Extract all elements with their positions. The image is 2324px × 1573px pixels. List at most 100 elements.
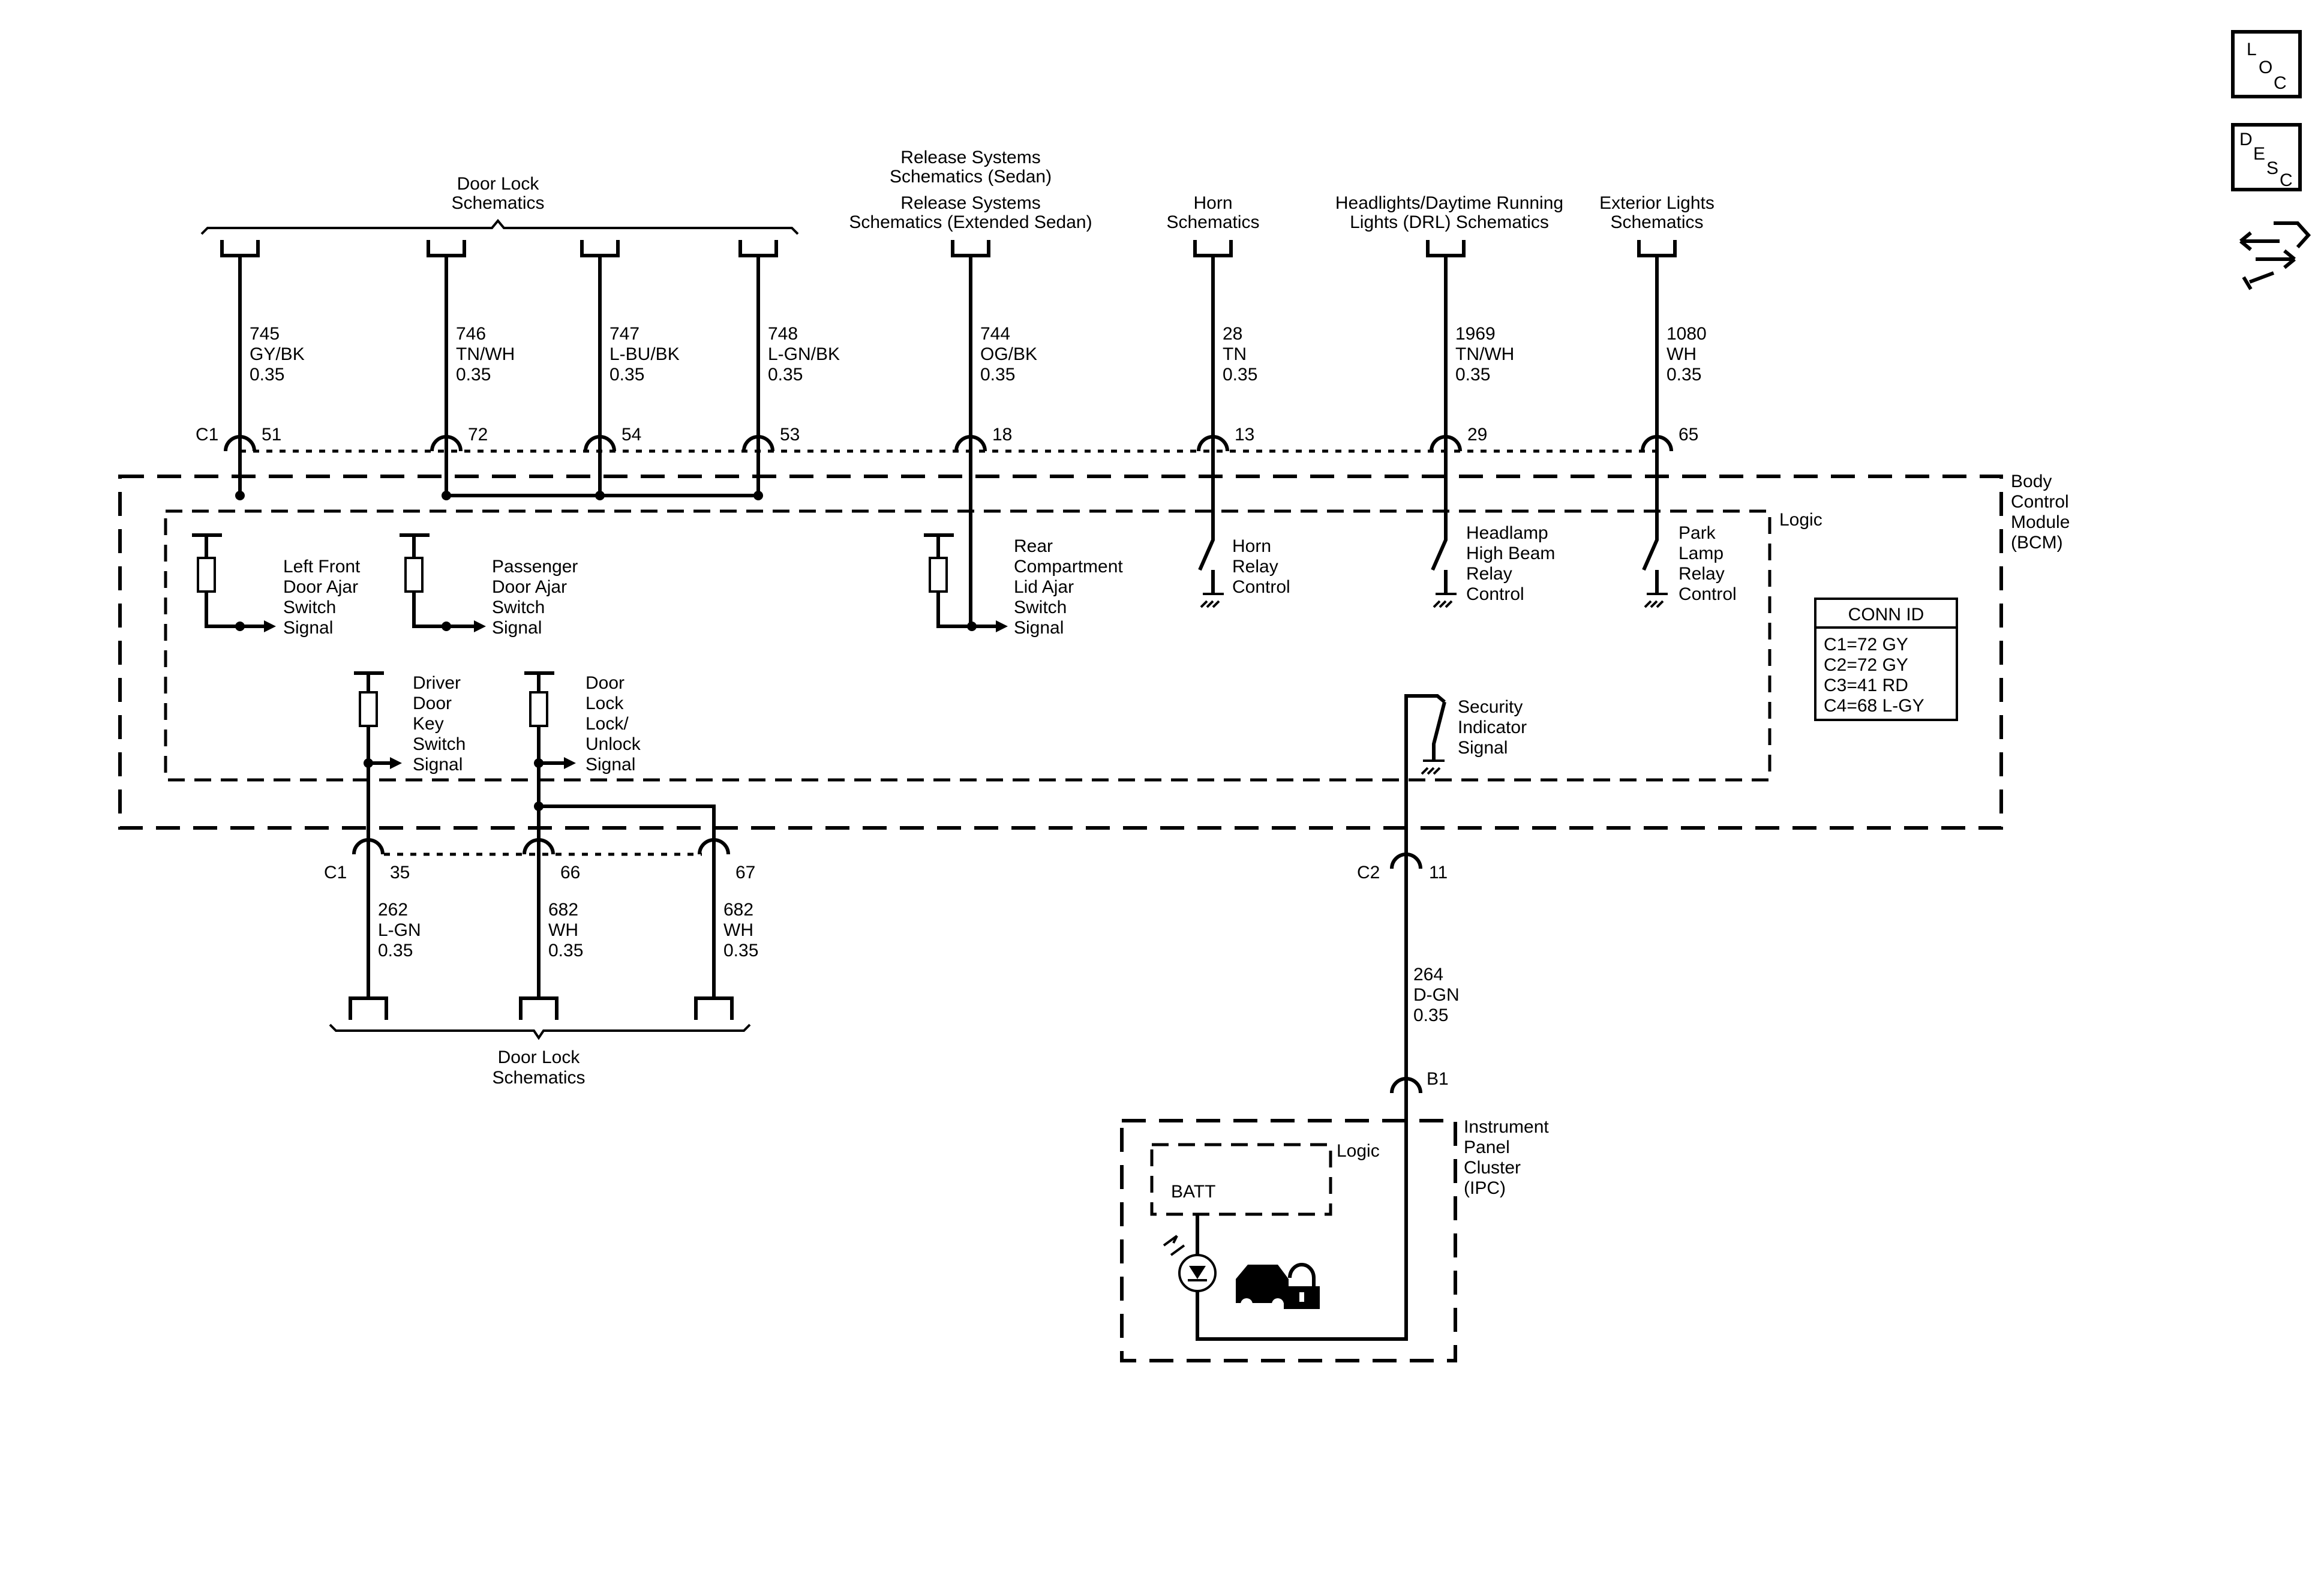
- top-wire-label: 0.35: [980, 365, 1015, 385]
- svg-text:Schematics (Extended Sedan): Schematics (Extended Sedan): [849, 212, 1092, 232]
- svg-text:Relay: Relay: [1466, 564, 1512, 584]
- top-wire-group: 745GY/BK0.3551746TN/WH0.3572747L-BU/BK0.…: [220, 240, 1707, 626]
- svg-text:Body: Body: [2011, 472, 2052, 491]
- exterior-lights-schematics-ref[interactable]: Exterior Lights Schematics: [1599, 193, 1715, 232]
- top-pin-label: 13: [1235, 425, 1254, 445]
- svg-text:Door: Door: [585, 673, 624, 693]
- desc-letter: S: [2266, 158, 2278, 178]
- bottom-wire-label: WH: [548, 920, 578, 940]
- left-front-door-ajar-circuit: Left Front Door Ajar Switch Signal: [192, 533, 361, 638]
- svg-text:Switch: Switch: [1014, 598, 1067, 617]
- svg-text:Door Lock: Door Lock: [498, 1047, 581, 1067]
- top-wire-label: TN/WH: [456, 344, 515, 364]
- svg-text:Module: Module: [2011, 512, 2070, 532]
- svg-text:Schematics: Schematics: [1166, 212, 1259, 232]
- bcm-label: Body Control Module (BCM): [2011, 472, 2070, 553]
- svg-text:Schematics (Sedan): Schematics (Sedan): [890, 167, 1052, 187]
- top-wire-label: L-GN/BK: [768, 344, 840, 364]
- svg-text:Passenger: Passenger: [492, 557, 578, 577]
- svg-text:Signal: Signal: [585, 755, 635, 775]
- svg-text:(IPC): (IPC): [1464, 1178, 1506, 1198]
- top-wire-label: 0.35: [609, 365, 644, 385]
- door-lock-schematics-ref-top[interactable]: Door Lock Schematics: [200, 174, 799, 235]
- bcm-outline: [118, 475, 2003, 830]
- top-pin-label: 29: [1467, 425, 1487, 445]
- svg-text:Release Systems: Release Systems: [900, 193, 1040, 213]
- bottom-wire-label: 0.35: [378, 941, 413, 960]
- svg-text:Signal: Signal: [492, 618, 542, 638]
- top-wire-label: GY/BK: [250, 344, 305, 364]
- bottom-wire-label: 0.35: [548, 941, 583, 960]
- bottom-pin-label: 35: [390, 863, 410, 882]
- loc-icon[interactable]: L O C: [2231, 30, 2302, 98]
- svg-text:Schematics: Schematics: [1610, 212, 1703, 232]
- conn-id-table: CONN ID C1=72 GY C2=72 GY C3=41 RD C4=68…: [1814, 598, 1958, 721]
- top-pin-label: 72: [468, 425, 488, 445]
- bottom-pin-label: 66: [560, 863, 580, 882]
- headlights-schematics-ref[interactable]: Headlights/Daytime Running Lights (DRL) …: [1335, 193, 1563, 232]
- top-wire-label: 28: [1223, 324, 1242, 344]
- junction-dot: [235, 491, 245, 500]
- svg-text:Release Systems: Release Systems: [900, 148, 1040, 167]
- bcm-logic-box: [164, 509, 1771, 782]
- loc-letter: L: [2247, 40, 2257, 59]
- horn-relay-control: Horn Relay Control: [1198, 456, 1290, 608]
- c2-connector-label: C2: [1357, 863, 1380, 882]
- door-lock-schematics-ref-bottom[interactable]: Door Lock Schematics: [329, 1023, 751, 1088]
- passenger-door-ajar-circuit: Passenger Door Ajar Switch Signal: [400, 533, 578, 638]
- svg-text:Relay: Relay: [1232, 557, 1278, 577]
- desc-icon[interactable]: D E S C: [2231, 123, 2302, 191]
- svg-text:Indicator: Indicator: [1458, 718, 1527, 737]
- top-wire-label: OG/BK: [980, 344, 1037, 364]
- svg-text:Exterior Lights: Exterior Lights: [1599, 193, 1715, 213]
- svg-text:Driver: Driver: [413, 673, 461, 693]
- svg-text:Instrument: Instrument: [1464, 1117, 1549, 1137]
- svg-text:Horn: Horn: [1193, 193, 1232, 213]
- wrench-arrows-icon[interactable]: [2239, 221, 2311, 290]
- svg-text:Control: Control: [2011, 492, 2069, 512]
- ipc-wire-circuit: 264: [1413, 965, 1443, 984]
- indicator-lamp-icon: [1163, 1214, 1217, 1292]
- desc-letter: D: [2239, 130, 2253, 149]
- top-wire-label: 0.35: [1455, 365, 1490, 385]
- door-lock-unlock-circuit: Door Lock Lock/ Unlock Signal: [524, 671, 716, 869]
- svg-text:Horn: Horn: [1232, 536, 1271, 556]
- bottom-pin-label: 67: [735, 863, 755, 882]
- svg-text:High Beam: High Beam: [1466, 544, 1555, 563]
- svg-text:Switch: Switch: [283, 598, 336, 617]
- rear-lid-ajar-circuit: Rear Compartment Lid Ajar Switch Signal: [924, 533, 1123, 638]
- top-wire-label: 0.35: [1223, 365, 1257, 385]
- top-wire-label: TN/WH: [1455, 344, 1514, 364]
- top-wire-label: 0.35: [768, 365, 803, 385]
- top-wire-label: 1080: [1667, 324, 1707, 344]
- bottom-wire-label: L-GN: [378, 920, 421, 940]
- top-wire-label: 746: [456, 324, 486, 344]
- release-systems-ref[interactable]: Release Systems Schematics (Sedan) Relea…: [849, 148, 1092, 232]
- headlamp-high-beam-relay-control: Headlamp High Beam Relay Control: [1431, 456, 1555, 608]
- svg-text:Control: Control: [1232, 577, 1290, 597]
- top-wire-label: 745: [250, 324, 280, 344]
- park-lamp-relay-control: Park Lamp Relay Control: [1642, 456, 1737, 608]
- svg-text:Signal: Signal: [1458, 738, 1508, 758]
- top-wire-label: 0.35: [1667, 365, 1701, 385]
- ipc-logic-box: [1150, 1143, 1332, 1216]
- svg-text:Headlights/Daytime Running: Headlights/Daytime Running: [1335, 193, 1563, 213]
- top-pin-label: 51: [262, 425, 281, 445]
- svg-text:Park: Park: [1679, 523, 1716, 543]
- security-lock-icon: [1236, 1263, 1320, 1310]
- top-wire-label: WH: [1667, 344, 1697, 364]
- svg-text:(BCM): (BCM): [2011, 533, 2063, 553]
- horn-schematics-ref[interactable]: Horn Schematics: [1166, 193, 1259, 232]
- svg-text:Schematics: Schematics: [492, 1068, 585, 1088]
- svg-text:Control: Control: [1466, 584, 1524, 604]
- c1-connector-label: C1: [196, 425, 218, 445]
